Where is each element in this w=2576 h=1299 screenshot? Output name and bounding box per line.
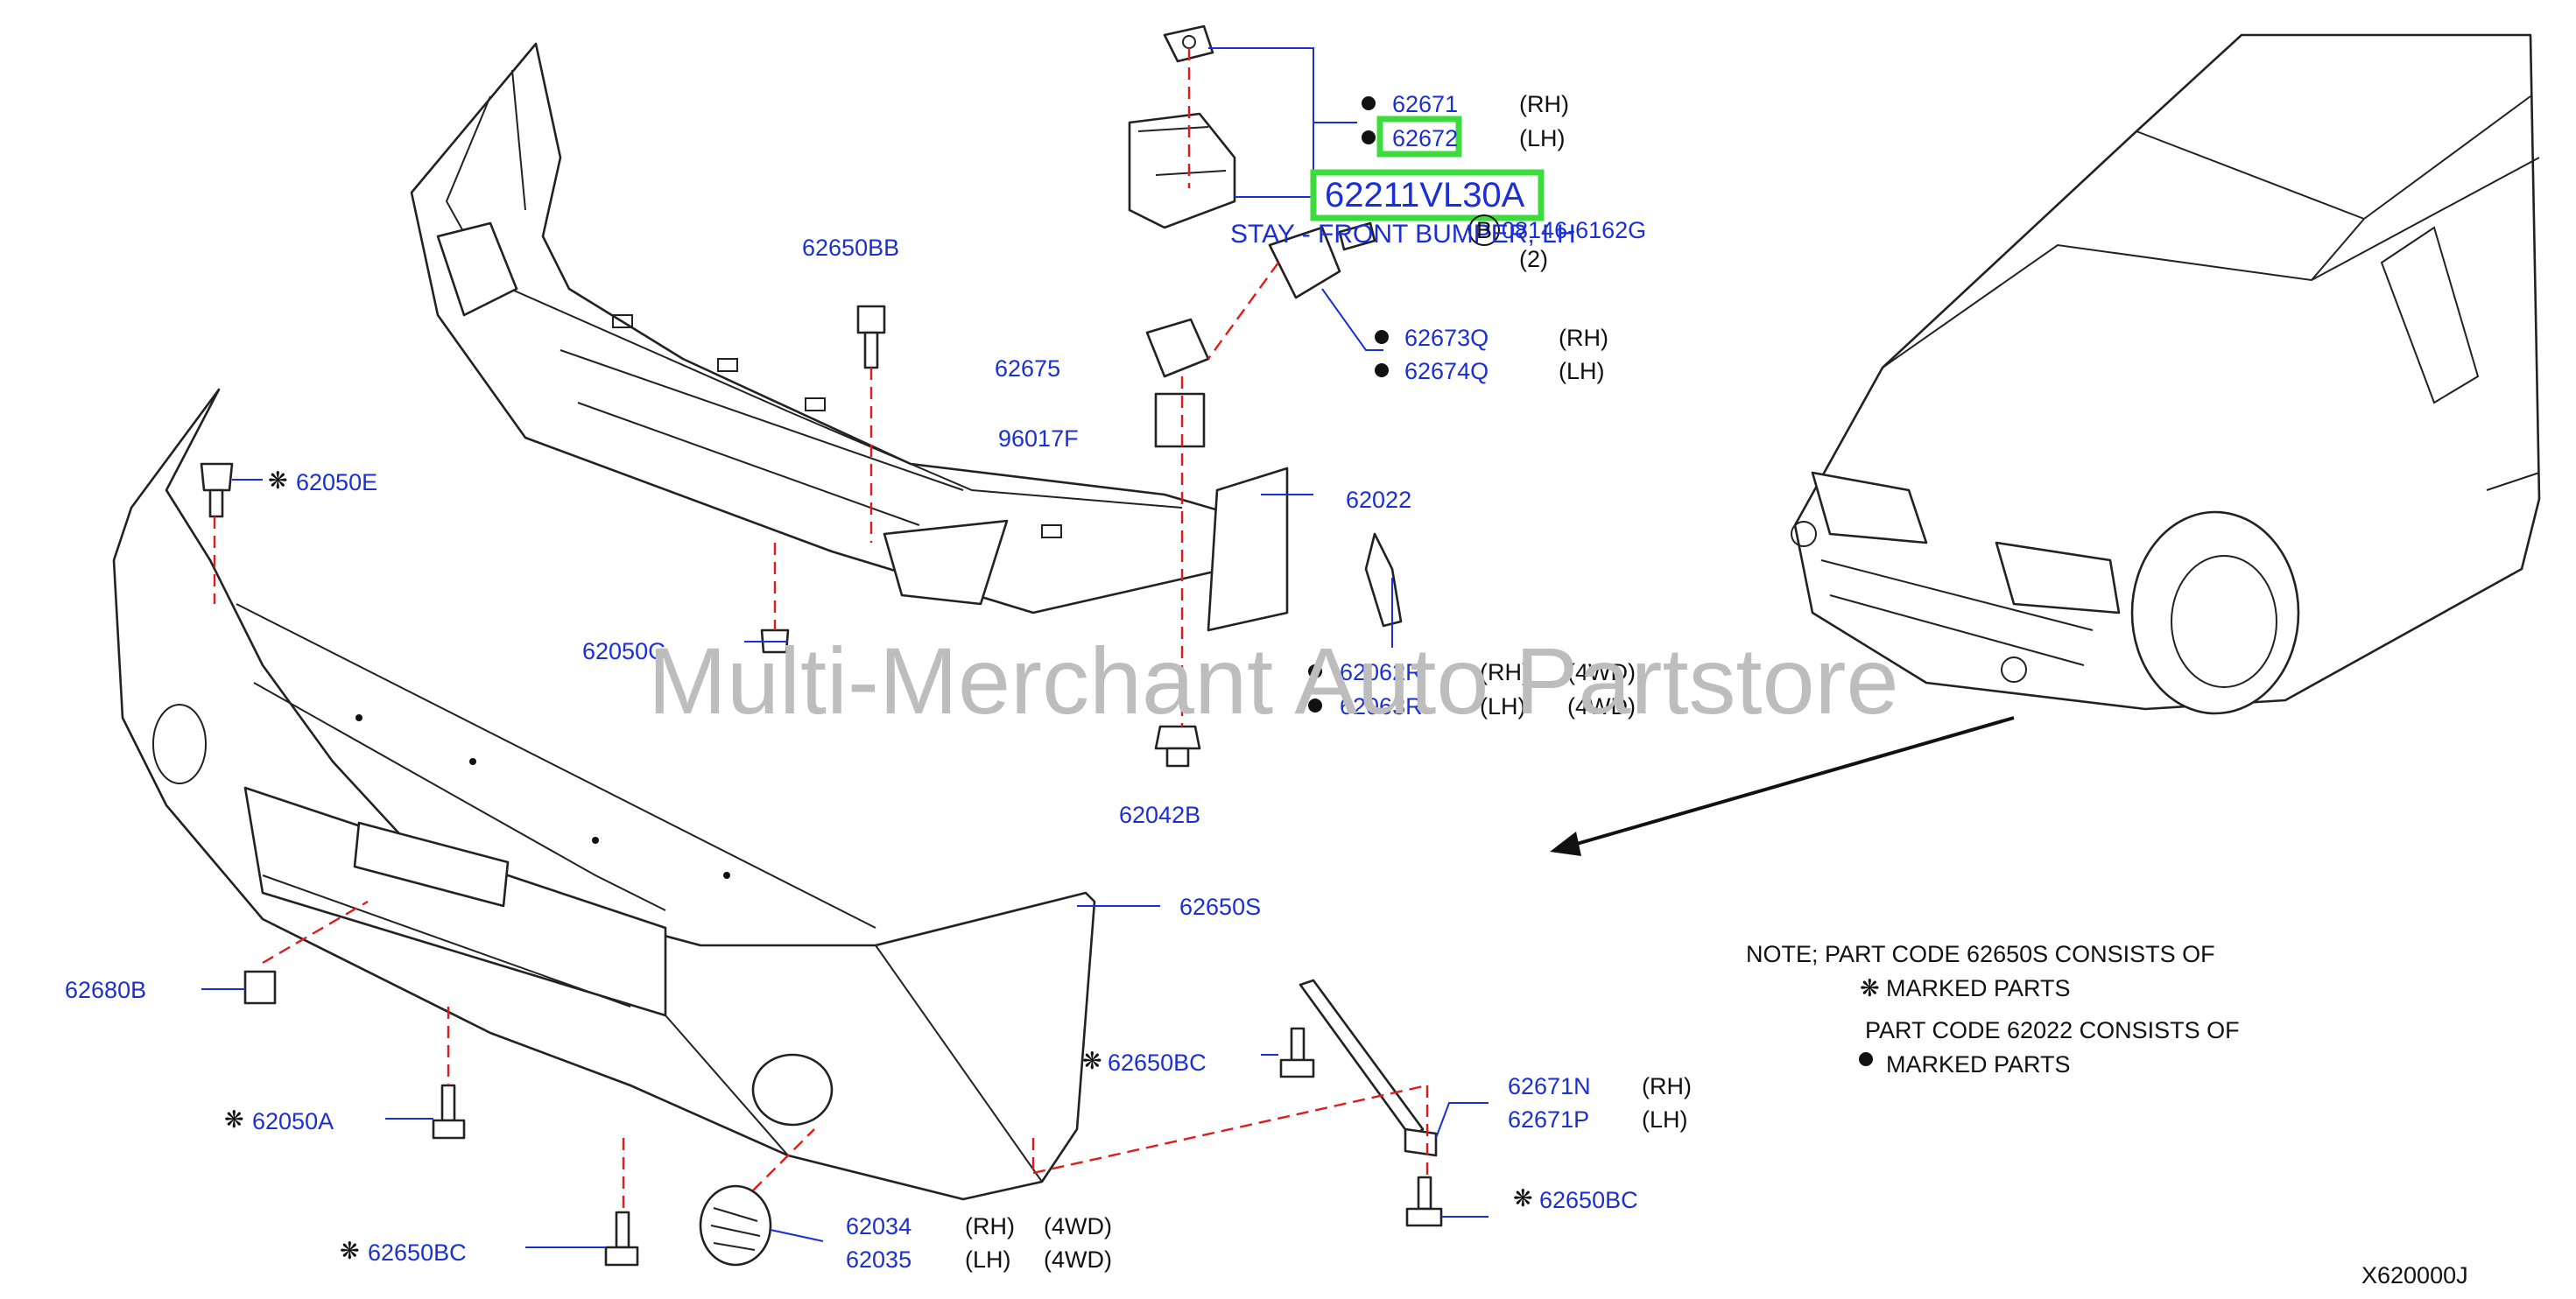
label-62650BC-b: 62650BC — [368, 1239, 467, 1266]
star-62650BC-b: ❋ — [340, 1238, 360, 1264]
star-62050A: ❋ — [224, 1106, 244, 1133]
bumper-bracket — [1145, 226, 1341, 448]
note-block: NOTE; PART CODE 62650S CONSISTS OF ❋ MAR… — [1746, 941, 2240, 1078]
label-62050A: 62050A — [252, 1108, 334, 1134]
vehicle-illustration — [1791, 33, 2541, 715]
label-62671P: 62671P — [1508, 1106, 1589, 1133]
label-62671N: 62671N — [1508, 1073, 1591, 1099]
note-line-1: NOTE; PART CODE 62650S CONSISTS OF — [1746, 941, 2215, 967]
direction-arrow-line — [1558, 716, 2015, 851]
fog-lamp-cover — [699, 1184, 772, 1267]
front-bumper-fascia — [112, 388, 1096, 1201]
side-62671: (RH) — [1519, 91, 1569, 117]
highlight-box-62211VL30A — [1310, 169, 1545, 221]
drive-62034: (4WD) — [1044, 1213, 1112, 1239]
label-62650BC-a: 62650BC — [1108, 1050, 1207, 1076]
label-62050E: 62050E — [296, 469, 377, 495]
note-line-2: MARKED PARTS — [1886, 975, 2071, 1001]
drive-62062R: (4WD) — [1567, 659, 1636, 685]
star-62050E: ❋ — [268, 467, 288, 494]
label-62034: 62034 — [846, 1213, 911, 1239]
assembly-guide-lines — [213, 48, 1429, 1212]
side-62034: (RH) — [965, 1213, 1015, 1239]
label-62062R: 62062R — [1340, 659, 1423, 685]
side-62673Q: (RH) — [1559, 325, 1608, 351]
label-62650S: 62650S — [1179, 894, 1261, 920]
label-62650BC-c: 62650BC — [1539, 1187, 1638, 1213]
drive-62063R: (4WD) — [1567, 693, 1636, 720]
label-62680B: 62680B — [65, 977, 146, 1003]
bumper-stay-lh — [1128, 25, 1236, 229]
note-line-4: MARKED PARTS — [1886, 1051, 2071, 1078]
label-62675: 62675 — [995, 355, 1060, 382]
part-labels: 62671 (RH) 62672 (LH) 62211VL30A STAY - … — [65, 91, 1692, 1273]
marker-group — [1308, 96, 1873, 1066]
label-62022: 62022 — [1346, 487, 1411, 513]
label-62050G: 62050G — [582, 638, 666, 664]
label-62035: 62035 — [846, 1246, 911, 1273]
highlight-part-number: 62211VL30A — [1325, 176, 1525, 214]
side-62062R: (RH) — [1480, 659, 1530, 685]
label-62063R: 62063R — [1340, 693, 1423, 720]
drive-62035: (4WD) — [1044, 1246, 1112, 1273]
leader-lines — [201, 47, 1489, 1248]
side-62674Q: (LH) — [1559, 358, 1605, 384]
highlight-description: STAY - FRONT BUMPER, LH — [1230, 220, 1576, 249]
star-62650BC-c: ❋ — [1513, 1185, 1533, 1211]
label-96017F: 96017F — [998, 425, 1079, 452]
side-62035: (LH) — [965, 1246, 1011, 1273]
label-08146: 08146-6162G — [1502, 217, 1646, 243]
watermark: Multi-Merchant Auto Partstore — [648, 628, 1899, 734]
note-line-3: PART CODE 62022 CONSISTS OF — [1865, 1017, 2240, 1043]
label-62650BB: 62650BB — [802, 235, 899, 261]
label-62674Q: 62674Q — [1404, 358, 1489, 384]
mark-08146: B — [1476, 217, 1492, 243]
highlight-box-62672 — [1376, 116, 1462, 158]
tow-hook-bracket — [1299, 979, 1438, 1157]
label-62671: 62671 — [1392, 91, 1458, 117]
direction-arrow-head — [1550, 832, 1581, 856]
label-62673Q: 62673Q — [1404, 325, 1489, 351]
side-62063R: (LH) — [1480, 693, 1526, 720]
side-62671N: (RH) — [1642, 1073, 1692, 1099]
diagram-code: X620000J — [2361, 1262, 2468, 1288]
label-62042B: 62042B — [1119, 802, 1200, 828]
fastener-group — [200, 221, 1443, 1267]
bumper-reinforcement — [410, 42, 1271, 614]
qty-08146: (2) — [1519, 246, 1548, 272]
side-62672: (LH) — [1519, 125, 1566, 151]
note-star-1: ❋ — [1860, 975, 1880, 1001]
star-62650BC-a: ❋ — [1082, 1048, 1102, 1074]
side-62671P: (LH) — [1642, 1106, 1688, 1133]
label-62672: 62672 — [1392, 125, 1458, 151]
